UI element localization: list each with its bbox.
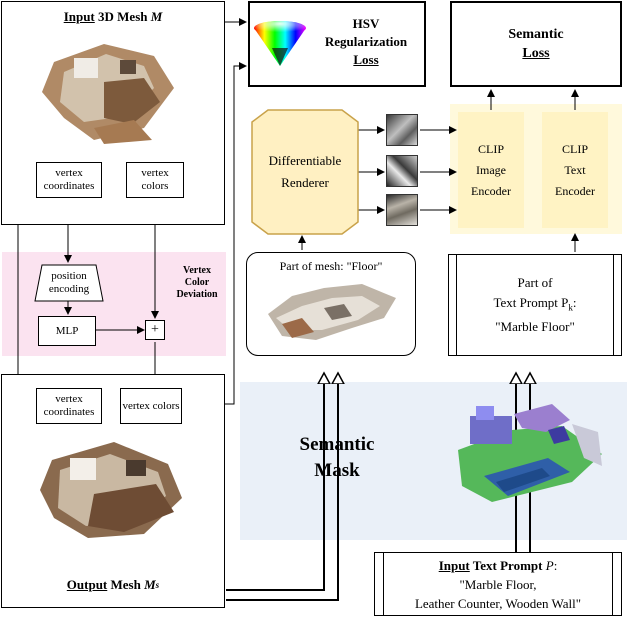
clip-image-line2: Image: [476, 162, 506, 177]
input-prompt-line2: "Marble Floor,: [459, 576, 537, 592]
semantic-mask-image: [452, 396, 612, 516]
semantic-mask-line2: Mask: [314, 460, 360, 481]
output-vertex-colors: vertex colors: [120, 388, 182, 424]
output-mesh-prefix: Output: [66, 577, 108, 592]
rendered-view-1: [386, 114, 418, 146]
input-prompt-box: [374, 552, 622, 616]
output-mesh-symbol: M: [144, 577, 156, 592]
output-mesh-label: Mesh: [107, 577, 145, 592]
renderer-line1: Differentiable: [268, 153, 342, 168]
semantic-loss-line2: Loss: [522, 46, 550, 61]
input-prompt-line3: Leather Counter, Wooden Wall": [414, 595, 582, 611]
hsv-loss-line2: Regularization: [324, 34, 408, 49]
input-mesh-label: 3D Mesh: [94, 9, 151, 24]
semantic-mask-label: Semantic Mask: [282, 430, 392, 486]
part-prompt-line3: "Marble Floor": [495, 319, 575, 335]
input-prompt-border-left: [383, 552, 384, 616]
clip-text-line1: CLIP: [561, 141, 588, 156]
input-mesh-symbol: M: [150, 9, 163, 24]
differentiable-renderer: Differentiable Renderer: [252, 110, 358, 234]
clip-image-line3: Encoder: [471, 183, 511, 198]
semantic-loss-box: Semantic Loss: [450, 1, 622, 87]
semantic-loss-line1: Semantic: [508, 27, 564, 42]
output-mesh-image: [34, 434, 194, 544]
input-vertex-coordinates: vertex coordinates: [36, 162, 102, 198]
hsv-loss-line3: Loss: [353, 52, 379, 67]
input-mesh-prefix: Input: [63, 9, 95, 24]
rendered-view-2: [386, 155, 418, 187]
hsv-loss-line1: HSV: [352, 16, 380, 31]
input-mesh-title: Input 3D Mesh M: [1, 8, 225, 26]
position-encoding-label: position encoding: [48, 270, 90, 295]
part-prompt-line1: Part of: [517, 274, 553, 290]
part-prompt-border-right: [613, 254, 614, 356]
input-vertex-colors: vertex colors: [126, 162, 184, 198]
part-prompt-text: Part of Text Prompt Pk: "Marble Floor": [448, 258, 622, 352]
part-prompt-border-left: [456, 254, 457, 356]
input-prompt-line1: Input Text Prompt P:: [438, 557, 558, 573]
output-vertex-coordinates: vertex coordinates: [36, 388, 102, 424]
part-prompt-box: [448, 254, 622, 356]
renderer-line2: Renderer: [281, 175, 329, 190]
clip-image-line1: CLIP: [477, 141, 504, 156]
clip-image-encoder: CLIP Image Encoder: [458, 112, 524, 228]
part-prompt-line2: Text Prompt Pk:: [493, 294, 577, 313]
position-encoding-shape: [34, 264, 104, 302]
plus-operator: +: [145, 320, 165, 340]
hsv-loss-label: HSV Regularization Loss: [308, 10, 424, 74]
output-mesh-sup: s: [155, 580, 160, 590]
part-prompt-sub: k: [568, 302, 573, 313]
clip-text-encoder: CLIP Text Encoder: [542, 112, 608, 228]
input-prompt-text: Input Text Prompt P: "Marble Floor, Leat…: [374, 554, 622, 614]
mlp-box: MLP: [38, 316, 96, 346]
input-mesh-image: [34, 32, 184, 148]
vertex-color-deviation-label: Vertex Color Deviation: [176, 265, 218, 300]
hsv-cone-icon: [254, 21, 306, 66]
part-of-mesh-label: Part of mesh: "Floor": [279, 258, 383, 273]
clip-text-line2: Text: [564, 162, 586, 177]
floor-mesh-image: [262, 278, 402, 344]
input-prompt-border-right: [612, 552, 613, 616]
clip-text-line3: Encoder: [555, 183, 595, 198]
semantic-mask-line1: Semantic: [299, 434, 375, 455]
rendered-view-3: [386, 194, 418, 226]
